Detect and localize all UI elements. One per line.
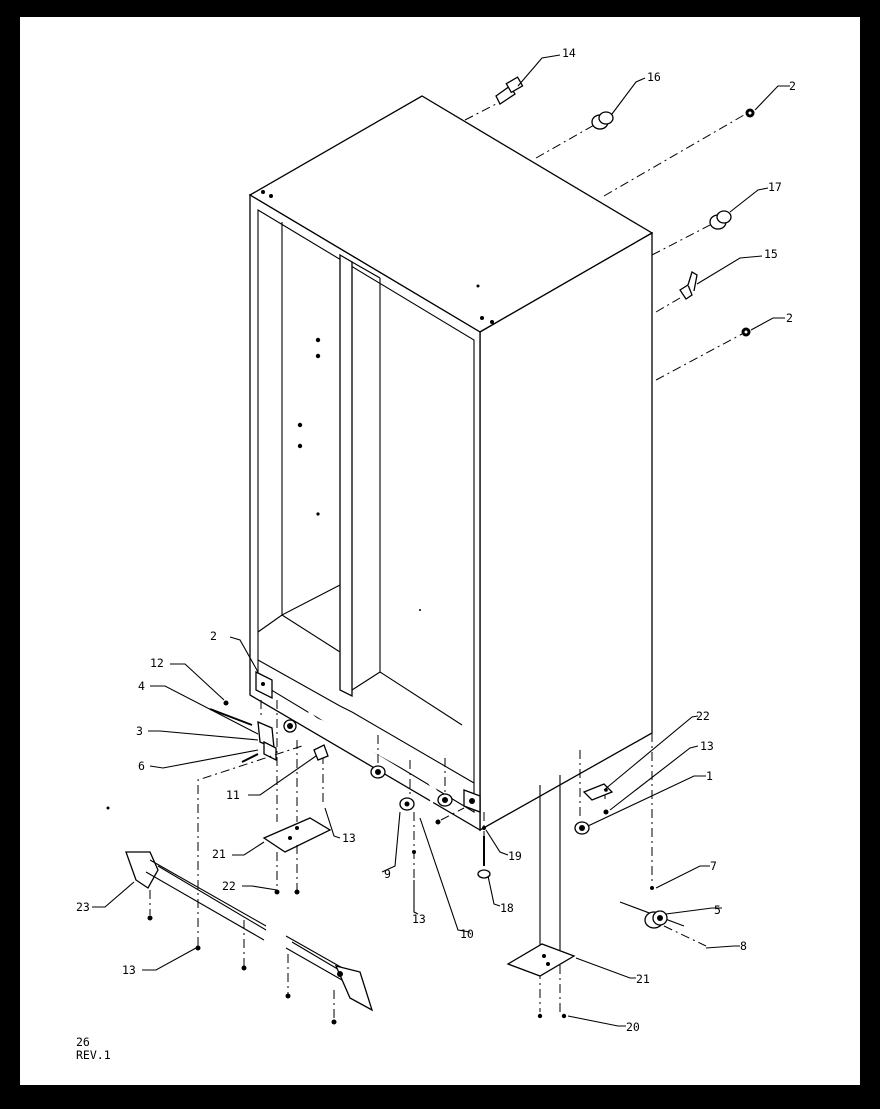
label-part-12: 12 bbox=[150, 656, 164, 670]
kick-plate-end-right bbox=[334, 965, 374, 1012]
label-part-17: 17 bbox=[768, 180, 782, 194]
label-part-16: 16 bbox=[647, 70, 661, 84]
label-part-7: 7 bbox=[710, 859, 717, 873]
page-number: 26 bbox=[76, 1035, 90, 1049]
label-part-15: 15 bbox=[764, 247, 778, 261]
label-part-6: 6 bbox=[138, 759, 145, 773]
label-part-2: 2 bbox=[786, 311, 793, 325]
label-part-22: 22 bbox=[696, 709, 710, 723]
shim-icon bbox=[582, 783, 614, 801]
hinge-pin-icon bbox=[495, 76, 524, 105]
label-part-22: 22 bbox=[222, 879, 236, 893]
bushing-icon bbox=[591, 111, 614, 130]
cabinet-opening bbox=[257, 209, 475, 813]
label-part-5: 5 bbox=[714, 903, 721, 917]
kick-plate bbox=[125, 851, 374, 1025]
footer: 26 REV.1 bbox=[76, 1035, 111, 1062]
right-lower-hardware bbox=[506, 733, 707, 1019]
bushing-icon bbox=[709, 210, 732, 230]
label-part-13: 13 bbox=[700, 739, 714, 753]
label-part-13: 13 bbox=[342, 831, 356, 845]
label-part-9: 9 bbox=[384, 867, 391, 881]
label-part-10: 10 bbox=[460, 927, 474, 941]
label-part-11: 11 bbox=[226, 788, 240, 802]
cabinet-front bbox=[249, 193, 481, 832]
label-part-2: 2 bbox=[210, 629, 217, 643]
label-part-21: 21 bbox=[212, 847, 226, 861]
revision-label: REV.1 bbox=[76, 1048, 111, 1062]
label-part-3: 3 bbox=[136, 724, 143, 738]
cabinet-feet bbox=[370, 735, 491, 879]
label-part-13: 13 bbox=[122, 963, 136, 977]
water-line-tube bbox=[308, 698, 439, 880]
leader-lines-bottom bbox=[92, 636, 740, 1027]
refrigerator-cabinet bbox=[106, 95, 654, 832]
cabinet-side bbox=[479, 231, 653, 832]
mounting-plate-icon bbox=[262, 817, 332, 853]
label-part-1: 1 bbox=[706, 769, 713, 783]
hinge-hardware-top bbox=[464, 76, 755, 381]
cabinet-mullion bbox=[339, 253, 353, 698]
leader-lines-top bbox=[517, 54, 790, 331]
label-part-8: 8 bbox=[740, 939, 747, 953]
label-part-18: 18 bbox=[500, 901, 514, 915]
label-part-21: 21 bbox=[636, 972, 650, 986]
bracket-icon bbox=[679, 271, 698, 300]
label-part-4: 4 bbox=[138, 679, 145, 693]
mounting-plate-icon bbox=[506, 943, 576, 977]
part-labels: 14 16 2 17 15 2 2 12 4 3 6 11 13 21 22 2… bbox=[76, 46, 796, 1034]
label-part-2: 2 bbox=[789, 79, 796, 93]
kick-plate-end-left bbox=[125, 851, 159, 889]
label-part-14: 14 bbox=[562, 46, 576, 60]
label-part-23: 23 bbox=[76, 900, 90, 914]
label-part-20: 20 bbox=[626, 1020, 640, 1034]
lower-hinge-assembly bbox=[197, 670, 332, 946]
label-part-19: 19 bbox=[508, 849, 522, 863]
label-part-13: 13 bbox=[412, 912, 426, 926]
